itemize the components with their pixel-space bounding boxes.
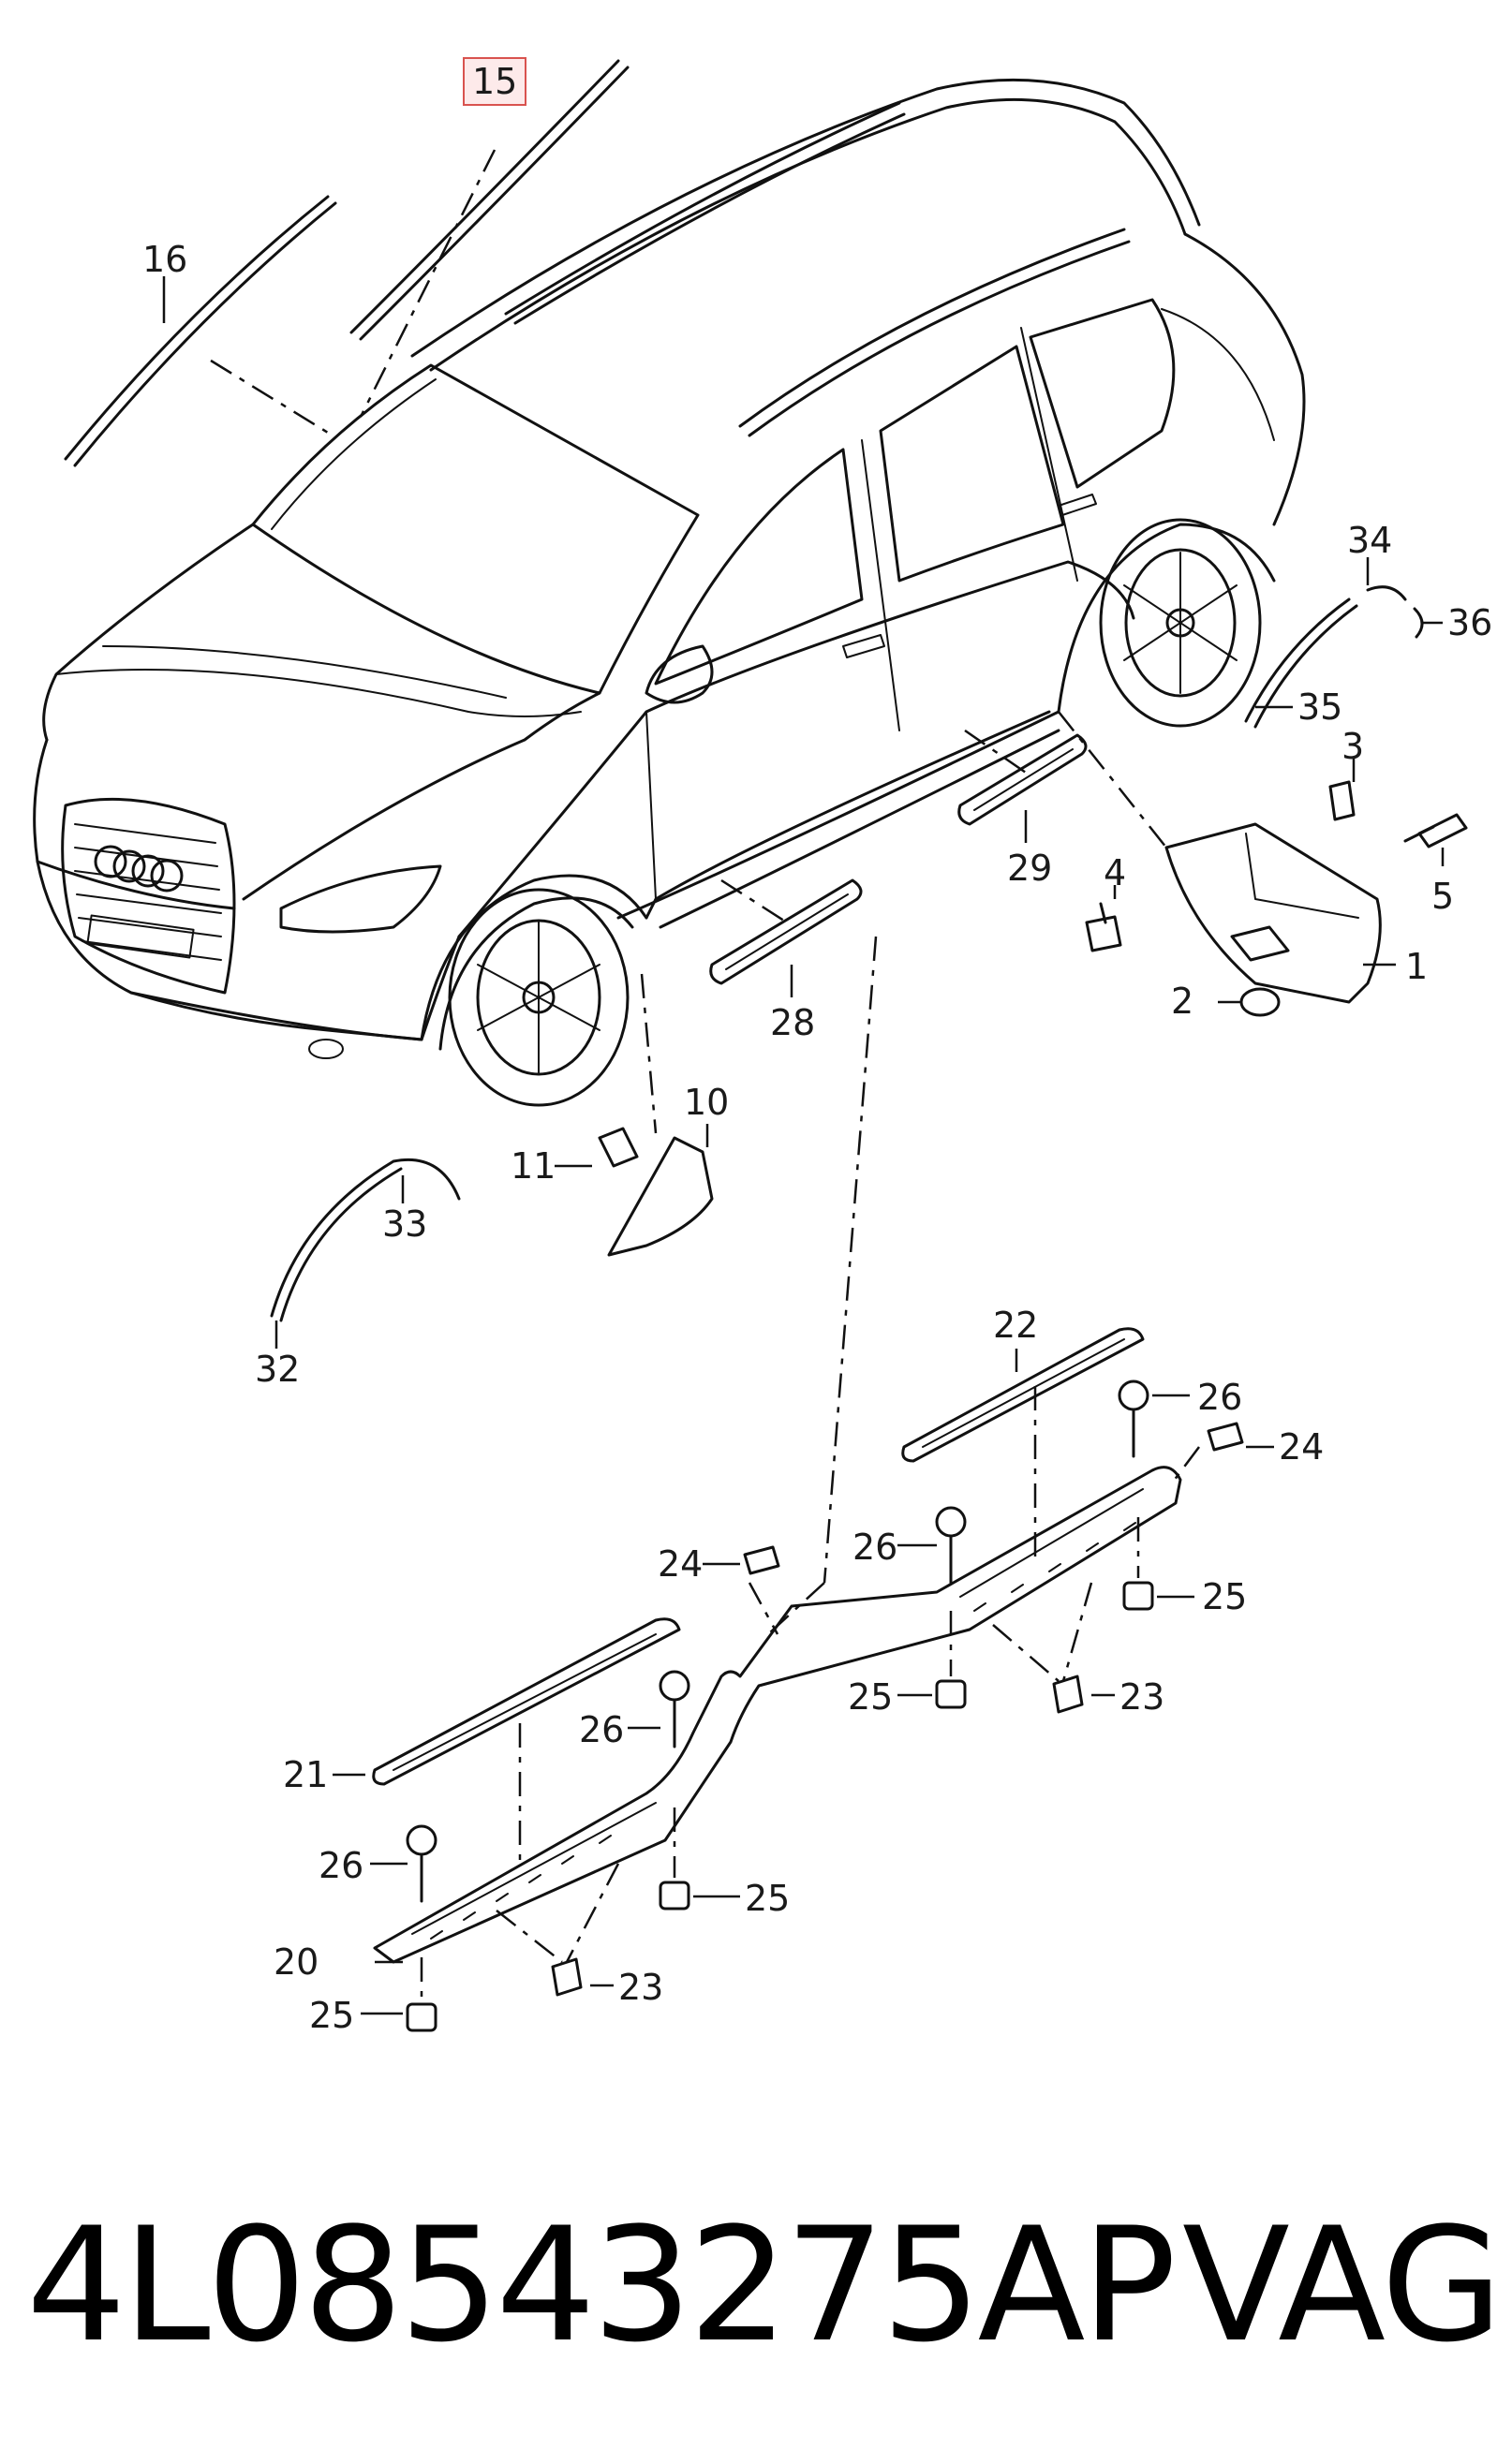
callout-labels: 15 16 34 36 35 3 5 4 29 1 2 28 10 11 33 … — [142, 57, 1492, 2036]
callout-29: 29 — [1007, 848, 1052, 889]
wheel-arch-trims — [270, 557, 1443, 1349]
callout-3: 3 — [1342, 726, 1364, 767]
callout-23-b: 23 — [618, 1967, 663, 2008]
callout-33: 33 — [382, 1203, 427, 1245]
callout-22: 22 — [993, 1305, 1038, 1346]
mud-flap-assembly — [1058, 711, 1468, 1017]
callout-24-b: 24 — [658, 1543, 703, 1585]
callout-32: 32 — [255, 1349, 300, 1390]
vehicle-illustration — [33, 78, 1306, 1107]
callout-36: 36 — [1447, 602, 1492, 643]
part-number: 4L08543275AP — [26, 2193, 1177, 2377]
callout-16: 16 — [142, 239, 187, 280]
callout-25-b: 25 — [848, 1676, 893, 1718]
door-trim-strips — [709, 729, 1088, 997]
callout-15: 15 — [472, 61, 517, 102]
screw-group — [406, 1380, 1149, 1903]
roof-moulding-parts — [64, 59, 630, 467]
callout-25-c: 25 — [745, 1878, 790, 1919]
nut-group — [406, 1517, 1154, 2032]
sill-panel-assembly — [333, 936, 1274, 2032]
audi-rings-logo — [94, 845, 184, 893]
callout-28: 28 — [770, 1002, 815, 1043]
callout-25-a: 25 — [1202, 1576, 1247, 1617]
callout-34: 34 — [1347, 520, 1392, 561]
callout-23-a: 23 — [1119, 1676, 1164, 1718]
callout-26-d: 26 — [319, 1845, 363, 1886]
callout-26-c: 26 — [579, 1709, 624, 1750]
callout-5: 5 — [1431, 876, 1454, 917]
callout-25-d: 25 — [309, 1995, 354, 2036]
callout-35: 35 — [1297, 686, 1342, 728]
callout-26-a: 26 — [1197, 1377, 1242, 1418]
callout-20: 20 — [274, 1941, 319, 1983]
callout-4: 4 — [1104, 852, 1126, 893]
corner-trim — [555, 973, 714, 1257]
callout-1: 1 — [1405, 946, 1428, 987]
callout-11: 11 — [511, 1145, 556, 1187]
callout-15-highlight-box — [463, 57, 526, 106]
footer-caption: 4L08543275AP VAG — [0, 2191, 1512, 2379]
callout-10: 10 — [684, 1082, 729, 1123]
callout-21: 21 — [283, 1754, 328, 1795]
callout-26-b: 26 — [852, 1527, 897, 1568]
callout-24-a: 24 — [1279, 1426, 1324, 1468]
callout-2: 2 — [1171, 981, 1193, 1022]
brand-name: VAG — [1182, 2193, 1503, 2377]
